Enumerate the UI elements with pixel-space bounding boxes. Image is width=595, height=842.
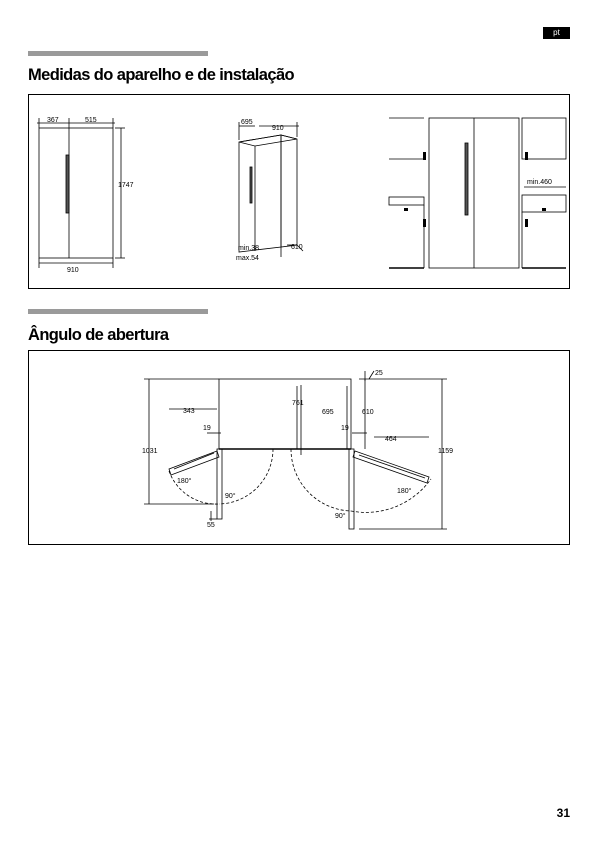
dim-bottom-55: 55 <box>207 522 215 529</box>
opening-angle-figure: 25 761 695 610 343 464 19 19 1031 1159 1… <box>28 350 570 545</box>
angle-right-180: 180° <box>397 487 412 495</box>
dim-hinge-right-19: 19 <box>341 425 349 432</box>
section-bar-opening <box>28 309 208 314</box>
dim-height: 1747 <box>118 182 134 189</box>
dim-offset-25: 25 <box>375 370 383 377</box>
dim-left-343: 343 <box>183 408 195 415</box>
angle-left-90: 90° <box>225 492 236 500</box>
dim-front-right: 515 <box>85 117 97 124</box>
angle-right-90: 90° <box>335 512 346 520</box>
section-title-opening: Ângulo de abertura <box>28 326 169 344</box>
dimensions-drawing: 367 515 1747 910 695 910 610 min.38 max.… <box>37 117 567 274</box>
section-title-dimensions: Medidas do aparelho e de instalação <box>28 66 295 84</box>
dim-right-height-1159: 1159 <box>438 448 453 455</box>
section-bar-dimensions <box>28 51 208 56</box>
dim-total-width: 910 <box>67 267 79 274</box>
dim-depth-761: 761 <box>292 400 304 407</box>
dim-side-depth: 910 <box>272 125 284 132</box>
dim-front-left: 367 <box>47 117 59 124</box>
dim-left-height-1031: 1031 <box>142 448 158 455</box>
opening-angle-drawing: 25 761 695 610 343 464 19 19 1031 1159 1… <box>142 370 453 530</box>
dim-depth-610: 610 <box>362 409 374 416</box>
dim-side-right: 610 <box>291 244 303 251</box>
dim-hinge-left-19: 19 <box>203 425 211 432</box>
front-view-body <box>38 127 114 259</box>
dim-clearance-min: min.38 <box>238 245 259 252</box>
dim-clearance-max: max.54 <box>236 255 259 262</box>
dim-right-464: 464 <box>385 436 397 443</box>
dim-depth-695: 695 <box>322 409 334 416</box>
page-number: 31 <box>556 806 570 820</box>
dimensions-figure: 367 515 1747 910 695 910 610 min.38 max.… <box>28 94 570 289</box>
language-badge: pt <box>543 27 570 39</box>
angle-left-180: 180° <box>177 477 192 485</box>
dim-side-small: 695 <box>241 119 253 126</box>
dim-niche-min: min.460 <box>527 179 552 186</box>
perspective-body <box>238 134 282 253</box>
